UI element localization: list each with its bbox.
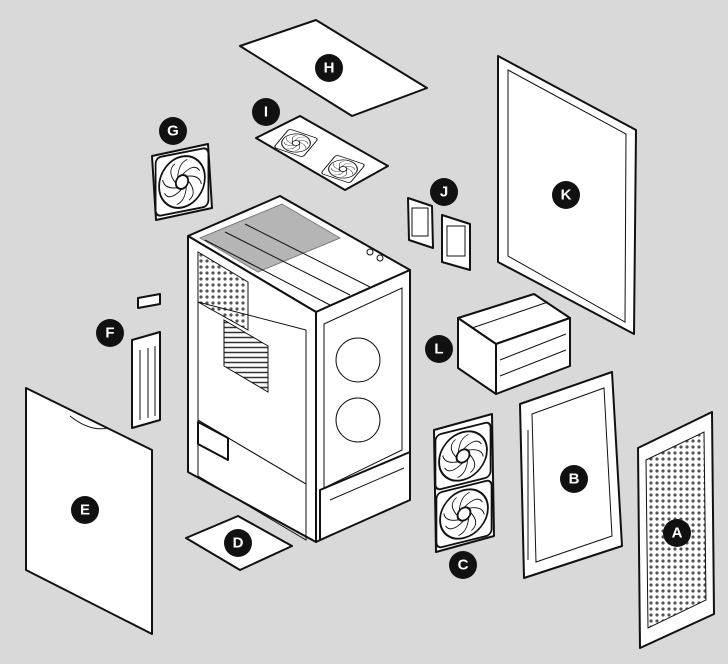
callout-c-label: C: [458, 557, 469, 574]
callout-e-label: E: [80, 502, 90, 519]
pci-slot-brackets: [131, 293, 161, 429]
callout-a: A: [663, 519, 691, 547]
callout-h: H: [315, 54, 343, 82]
callout-k-label: K: [561, 187, 572, 204]
drive-cage: [457, 293, 571, 395]
callout-f: F: [96, 319, 124, 347]
callout-j: J: [430, 178, 458, 206]
callout-g: G: [159, 117, 187, 145]
callout-j-label: J: [440, 184, 448, 201]
callout-l: L: [425, 335, 453, 363]
callout-c: C: [449, 551, 477, 579]
callout-d: D: [224, 529, 252, 557]
top-fans: [255, 115, 389, 191]
callout-b-label: B: [569, 471, 580, 488]
rear-fan: [151, 143, 213, 221]
callout-e: E: [71, 496, 99, 524]
callout-l-label: L: [434, 341, 443, 358]
callout-k: K: [552, 181, 580, 209]
ssd-brackets: [407, 197, 471, 271]
callout-d-label: D: [233, 535, 244, 552]
callout-a-label: A: [672, 525, 683, 542]
case-body: [187, 195, 411, 543]
callout-f-label: F: [105, 325, 114, 342]
callout-i-label: I: [264, 104, 268, 121]
callout-b: B: [560, 465, 588, 493]
callout-h-label: H: [324, 60, 335, 77]
front-fans: [433, 413, 495, 553]
callout-i: I: [252, 98, 280, 126]
callout-g-label: G: [167, 123, 179, 140]
